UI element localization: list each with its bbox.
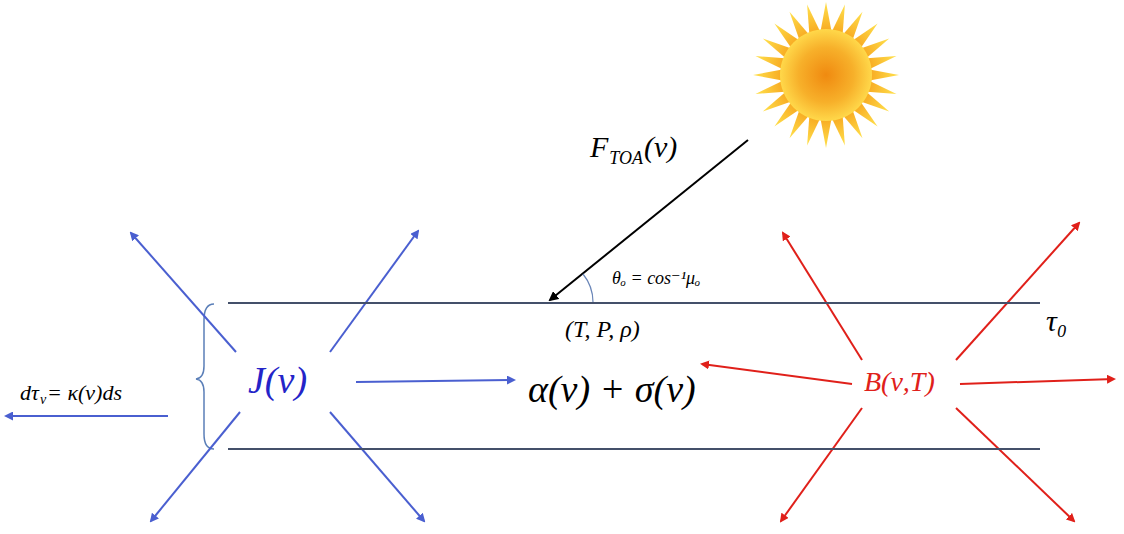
- solar-beam-arrow: [550, 140, 748, 300]
- solar-flux-label: TOA: [609, 148, 643, 169]
- zenith-angle-arc: [583, 274, 593, 302]
- planck-function-label: B(ν,T): [864, 366, 935, 398]
- optical-depth-formula: ν: [40, 392, 46, 408]
- layer-property: (T, P, ρ): [565, 316, 640, 344]
- zenith-angle-label: θₒ = cos⁻¹μₒ: [612, 268, 700, 289]
- emission-arrows-red: [702, 223, 1114, 521]
- optical-depth-formula: dτ: [20, 380, 39, 405]
- thickness-brace: [196, 304, 214, 449]
- solar-flux-label: F: [590, 130, 608, 165]
- optical-depth-label: τ₀: [1046, 304, 1067, 339]
- sun-icon: [753, 2, 899, 148]
- layer-property: α(ν) + σ(ν): [528, 368, 696, 412]
- solar-flux-label: (ν): [644, 130, 677, 165]
- source-arrows-blue: [131, 231, 514, 521]
- source-function-label: J(ν): [248, 359, 307, 403]
- optical-depth-formula: = κ(ν)ds: [47, 380, 122, 405]
- optical-depth-arrow: [6, 415, 168, 417]
